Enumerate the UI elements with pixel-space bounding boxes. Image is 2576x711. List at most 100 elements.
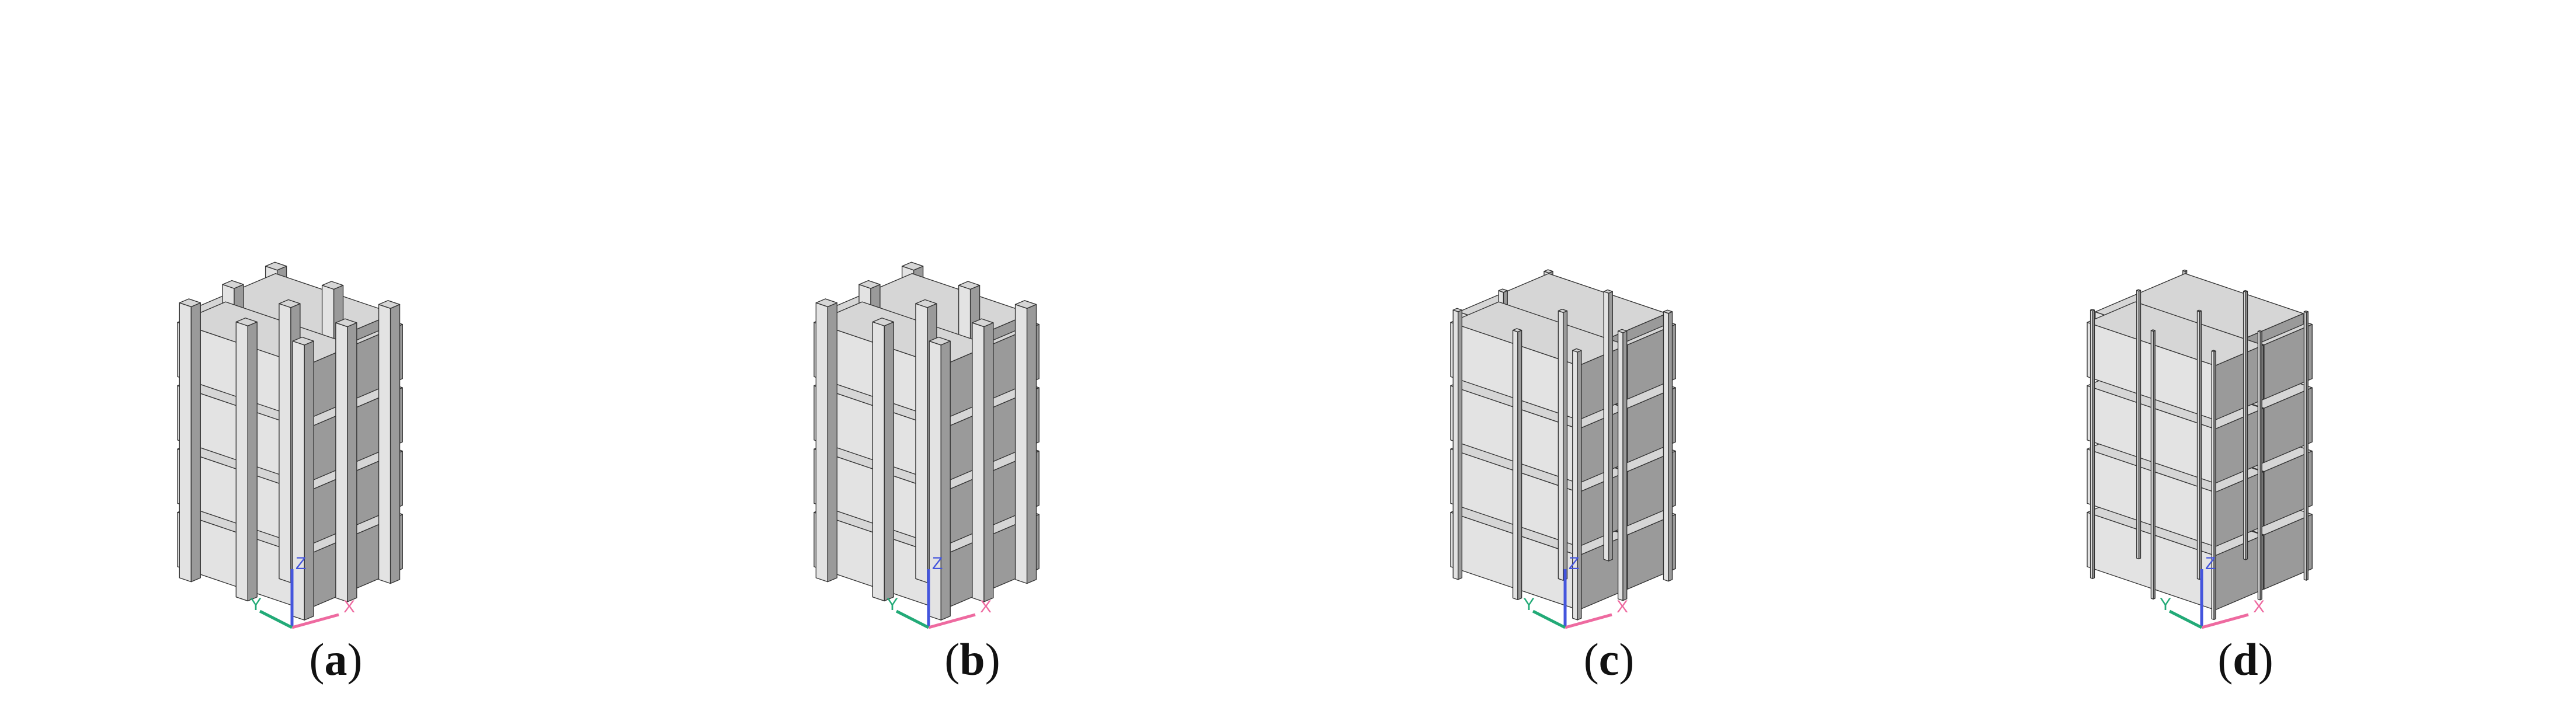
panel-a-post-5-front-face (247, 321, 258, 602)
panel-b-post-4-left-face (915, 303, 928, 583)
panel-b-post-0-top-face (901, 262, 924, 271)
panel-c-post-3-left-face (1603, 291, 1609, 562)
panel-c-post-2-left-face (1452, 309, 1459, 580)
panel-c-post-3-top-face (1603, 289, 1613, 294)
panel-d-post-7-top-face (2257, 330, 2262, 333)
caption-d: (d) (2217, 634, 2273, 685)
panel-c-post-7-left-face (1617, 330, 1624, 601)
y-axis-arrow (259, 609, 293, 629)
panel-d-post-4-top-face (2196, 309, 2202, 312)
panel-b-axis-triad: X Y Z (887, 554, 992, 629)
panel-b-post-4-top-face (915, 299, 937, 308)
y-axis-label: Y (2160, 595, 2171, 614)
panel-b-post-6-left-face (1014, 304, 1028, 584)
panel-d-model (2087, 269, 2313, 621)
panel-c-post-4-top-face (1558, 308, 1568, 313)
panel-c-post-8-left-face (1572, 350, 1578, 621)
panel-d-post-2-front-face (2092, 309, 2095, 579)
panel-d-post-1-top-face (2136, 289, 2142, 292)
panel-d-post-5-front-face (2153, 330, 2156, 600)
panel-a-post-0-top-face (265, 262, 287, 271)
panel-d-scaled (2087, 269, 2313, 621)
panel-a-post-2-front-face (190, 302, 201, 583)
panel-b-post-8-top-face (929, 336, 951, 346)
x-axis-label: X (1616, 597, 1628, 616)
caption-c: (c) (1583, 634, 1635, 685)
panel-a-post-6-top-face (378, 300, 401, 309)
panel-c-post-6-front-face (1668, 311, 1673, 582)
panel-c-post-6-left-face (1663, 311, 1669, 582)
z-axis-label: Z (2205, 554, 2216, 573)
x-axis-arrow (928, 613, 976, 629)
z-axis-label: Z (932, 554, 943, 573)
panel-c-post-4-left-face (1558, 310, 1564, 581)
panel-c-post-3-front-face (1608, 291, 1613, 562)
panel-b-post-5-top-face (872, 318, 894, 326)
panel-a-post-6-front-face (390, 304, 401, 584)
panel-b-post-3-top-face (958, 281, 981, 290)
panel-c-post-2-top-face (1452, 308, 1463, 312)
x-axis-arrow (291, 613, 339, 629)
panel-a-post-5-top-face (235, 318, 258, 326)
panel-a-post-7-left-face (335, 322, 348, 602)
panel-c-axis-triad: X Y Z (1523, 554, 1628, 629)
x-axis-arrow (2201, 613, 2249, 629)
y-axis-arrow (895, 609, 930, 629)
panel-a-post-8-top-face (292, 336, 314, 346)
x-axis-label: X (2253, 597, 2265, 616)
caption-b: (b) (944, 634, 1000, 685)
panel-b-post-8-front-face (940, 340, 951, 621)
y-axis-label: Y (1523, 595, 1535, 614)
panel-c-post-5-left-face (1512, 330, 1518, 601)
panel-b-post-7-front-face (983, 322, 994, 602)
panel-a-post-7-top-face (335, 318, 357, 327)
x-axis-label: X (980, 597, 992, 616)
y-axis-label: Y (887, 595, 898, 614)
panel-d-post-3-front-face (2245, 291, 2248, 560)
panel-b-post-7-top-face (972, 318, 994, 327)
panel-a-post-8-front-face (304, 340, 314, 621)
panel-d-post-1-front-face (2138, 290, 2142, 560)
panel-a-post-6-left-face (378, 304, 391, 584)
panel-d-post-8-top-face (2211, 350, 2216, 353)
panel-c-post-6-top-face (1663, 309, 1673, 314)
panel-d-post-6-top-face (2303, 310, 2309, 313)
x-axis-arrow (1565, 613, 1612, 629)
panel-a-post-4-left-face (279, 303, 291, 583)
panel-d-post-5-top-face (2150, 329, 2156, 332)
panel-a-post-5-left-face (235, 321, 248, 602)
panel-a-post-7-front-face (347, 322, 357, 602)
panel-c-post-0-top-face (1543, 269, 1553, 274)
x-axis-label: X (343, 597, 355, 616)
panel-d-post-2-top-face (2090, 309, 2095, 312)
panel-a-post-2-top-face (179, 298, 201, 308)
panel-c-post-4-front-face (1563, 310, 1568, 581)
panel-a-axis-triad: XYZ (250, 554, 355, 629)
panel-c-post-5-top-face (1512, 328, 1522, 333)
panel-d-post-6-front-face (2306, 311, 2309, 581)
y-axis-arrow (1532, 609, 1566, 629)
panel-b-post-6-top-face (1014, 300, 1037, 309)
panel-d-post-7-front-face (2259, 330, 2262, 601)
panel-a-post-1-top-face (222, 280, 244, 289)
panel-b-scaled (814, 262, 1040, 621)
panel-a-scaled (177, 262, 403, 621)
panel-c-post-7-front-face (1622, 330, 1628, 601)
panel-c-scaled (1450, 269, 1676, 621)
panel-a-post-8-left-face (292, 340, 305, 621)
panel-b-post-5-left-face (872, 321, 885, 602)
panel-b-post-2-left-face (815, 302, 829, 583)
panel-d-post-4-front-face (2199, 310, 2202, 580)
z-axis-label: Z (296, 554, 306, 573)
panel-c-post-1-top-face (1498, 288, 1508, 293)
panel-c-post-7-top-face (1617, 329, 1628, 333)
panel-d-axis-triad: X Y Z (2160, 554, 2265, 629)
panel-a-post-4-top-face (279, 299, 301, 308)
panel-b-post-2-top-face (815, 298, 837, 308)
panel-b-post-5-front-face (884, 321, 894, 602)
panel-b-model (814, 262, 1040, 621)
y-axis-arrow (2168, 609, 2203, 629)
panel-d-post-8-front-face (2213, 350, 2216, 621)
z-axis-label: Z (1569, 554, 1579, 573)
